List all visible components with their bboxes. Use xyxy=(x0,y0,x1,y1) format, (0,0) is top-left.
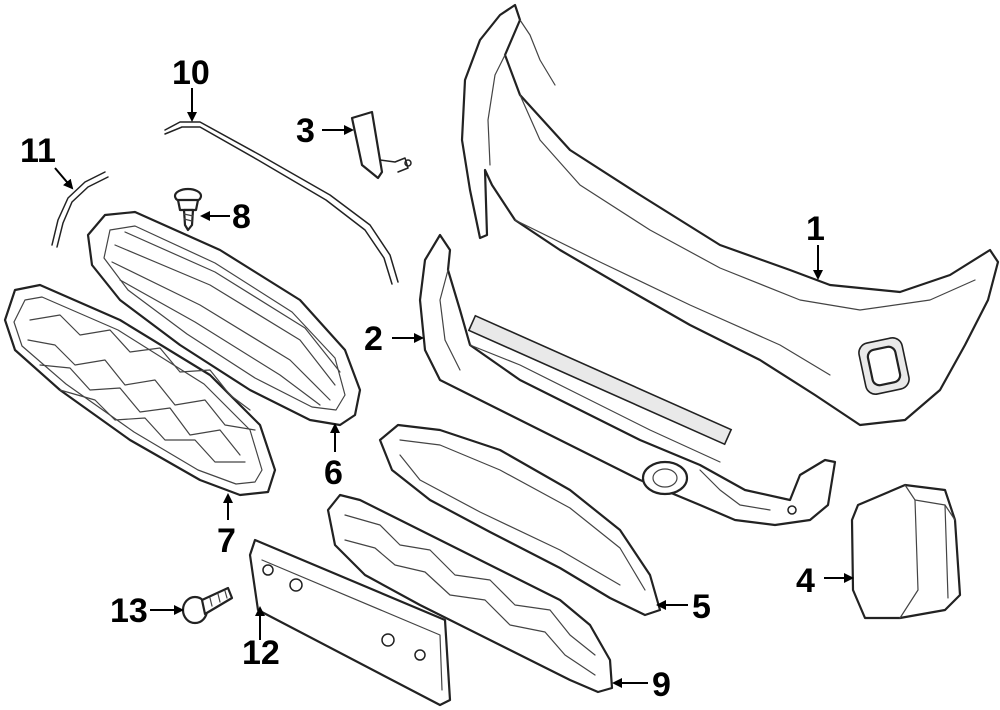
part-2-bumper-support[interactable] xyxy=(418,233,837,527)
part-11-side-trim[interactable] xyxy=(51,171,109,248)
part-9-lower-grille[interactable] xyxy=(326,493,614,694)
part-10-trim-strip[interactable] xyxy=(164,121,399,285)
callout-13: 13 xyxy=(110,592,148,630)
part-13-bolt[interactable] xyxy=(181,586,234,625)
part-12-plate-bracket[interactable] xyxy=(248,538,452,707)
callout-7: 7 xyxy=(217,522,236,560)
part-6-upper-grille[interactable] xyxy=(86,210,362,427)
leader-11 xyxy=(54,167,74,190)
callout-12: 12 xyxy=(242,634,280,672)
part-1-bumper-cover[interactable] xyxy=(460,3,1000,427)
part-5-lower-housing[interactable] xyxy=(378,423,662,617)
part-4-cover-cap[interactable] xyxy=(850,483,962,620)
part-7-front-grille[interactable] xyxy=(3,283,277,497)
callout-9: 9 xyxy=(652,666,671,704)
callout-1: 1 xyxy=(806,210,825,248)
leader-lines xyxy=(54,88,854,688)
callout-11: 11 xyxy=(20,132,56,170)
part-8-screw[interactable] xyxy=(173,187,203,232)
callout-2: 2 xyxy=(364,320,383,358)
callout-10: 10 xyxy=(172,54,210,92)
callout-8: 8 xyxy=(232,198,251,236)
callout-6: 6 xyxy=(324,454,343,492)
part-3-bracket[interactable] xyxy=(350,110,412,180)
callout-5: 5 xyxy=(692,588,711,626)
callout-labels: 1 2 3 4 5 6 7 8 9 10 11 12 13 xyxy=(20,54,825,704)
callout-3: 3 xyxy=(296,112,315,150)
callout-4: 4 xyxy=(796,562,815,600)
